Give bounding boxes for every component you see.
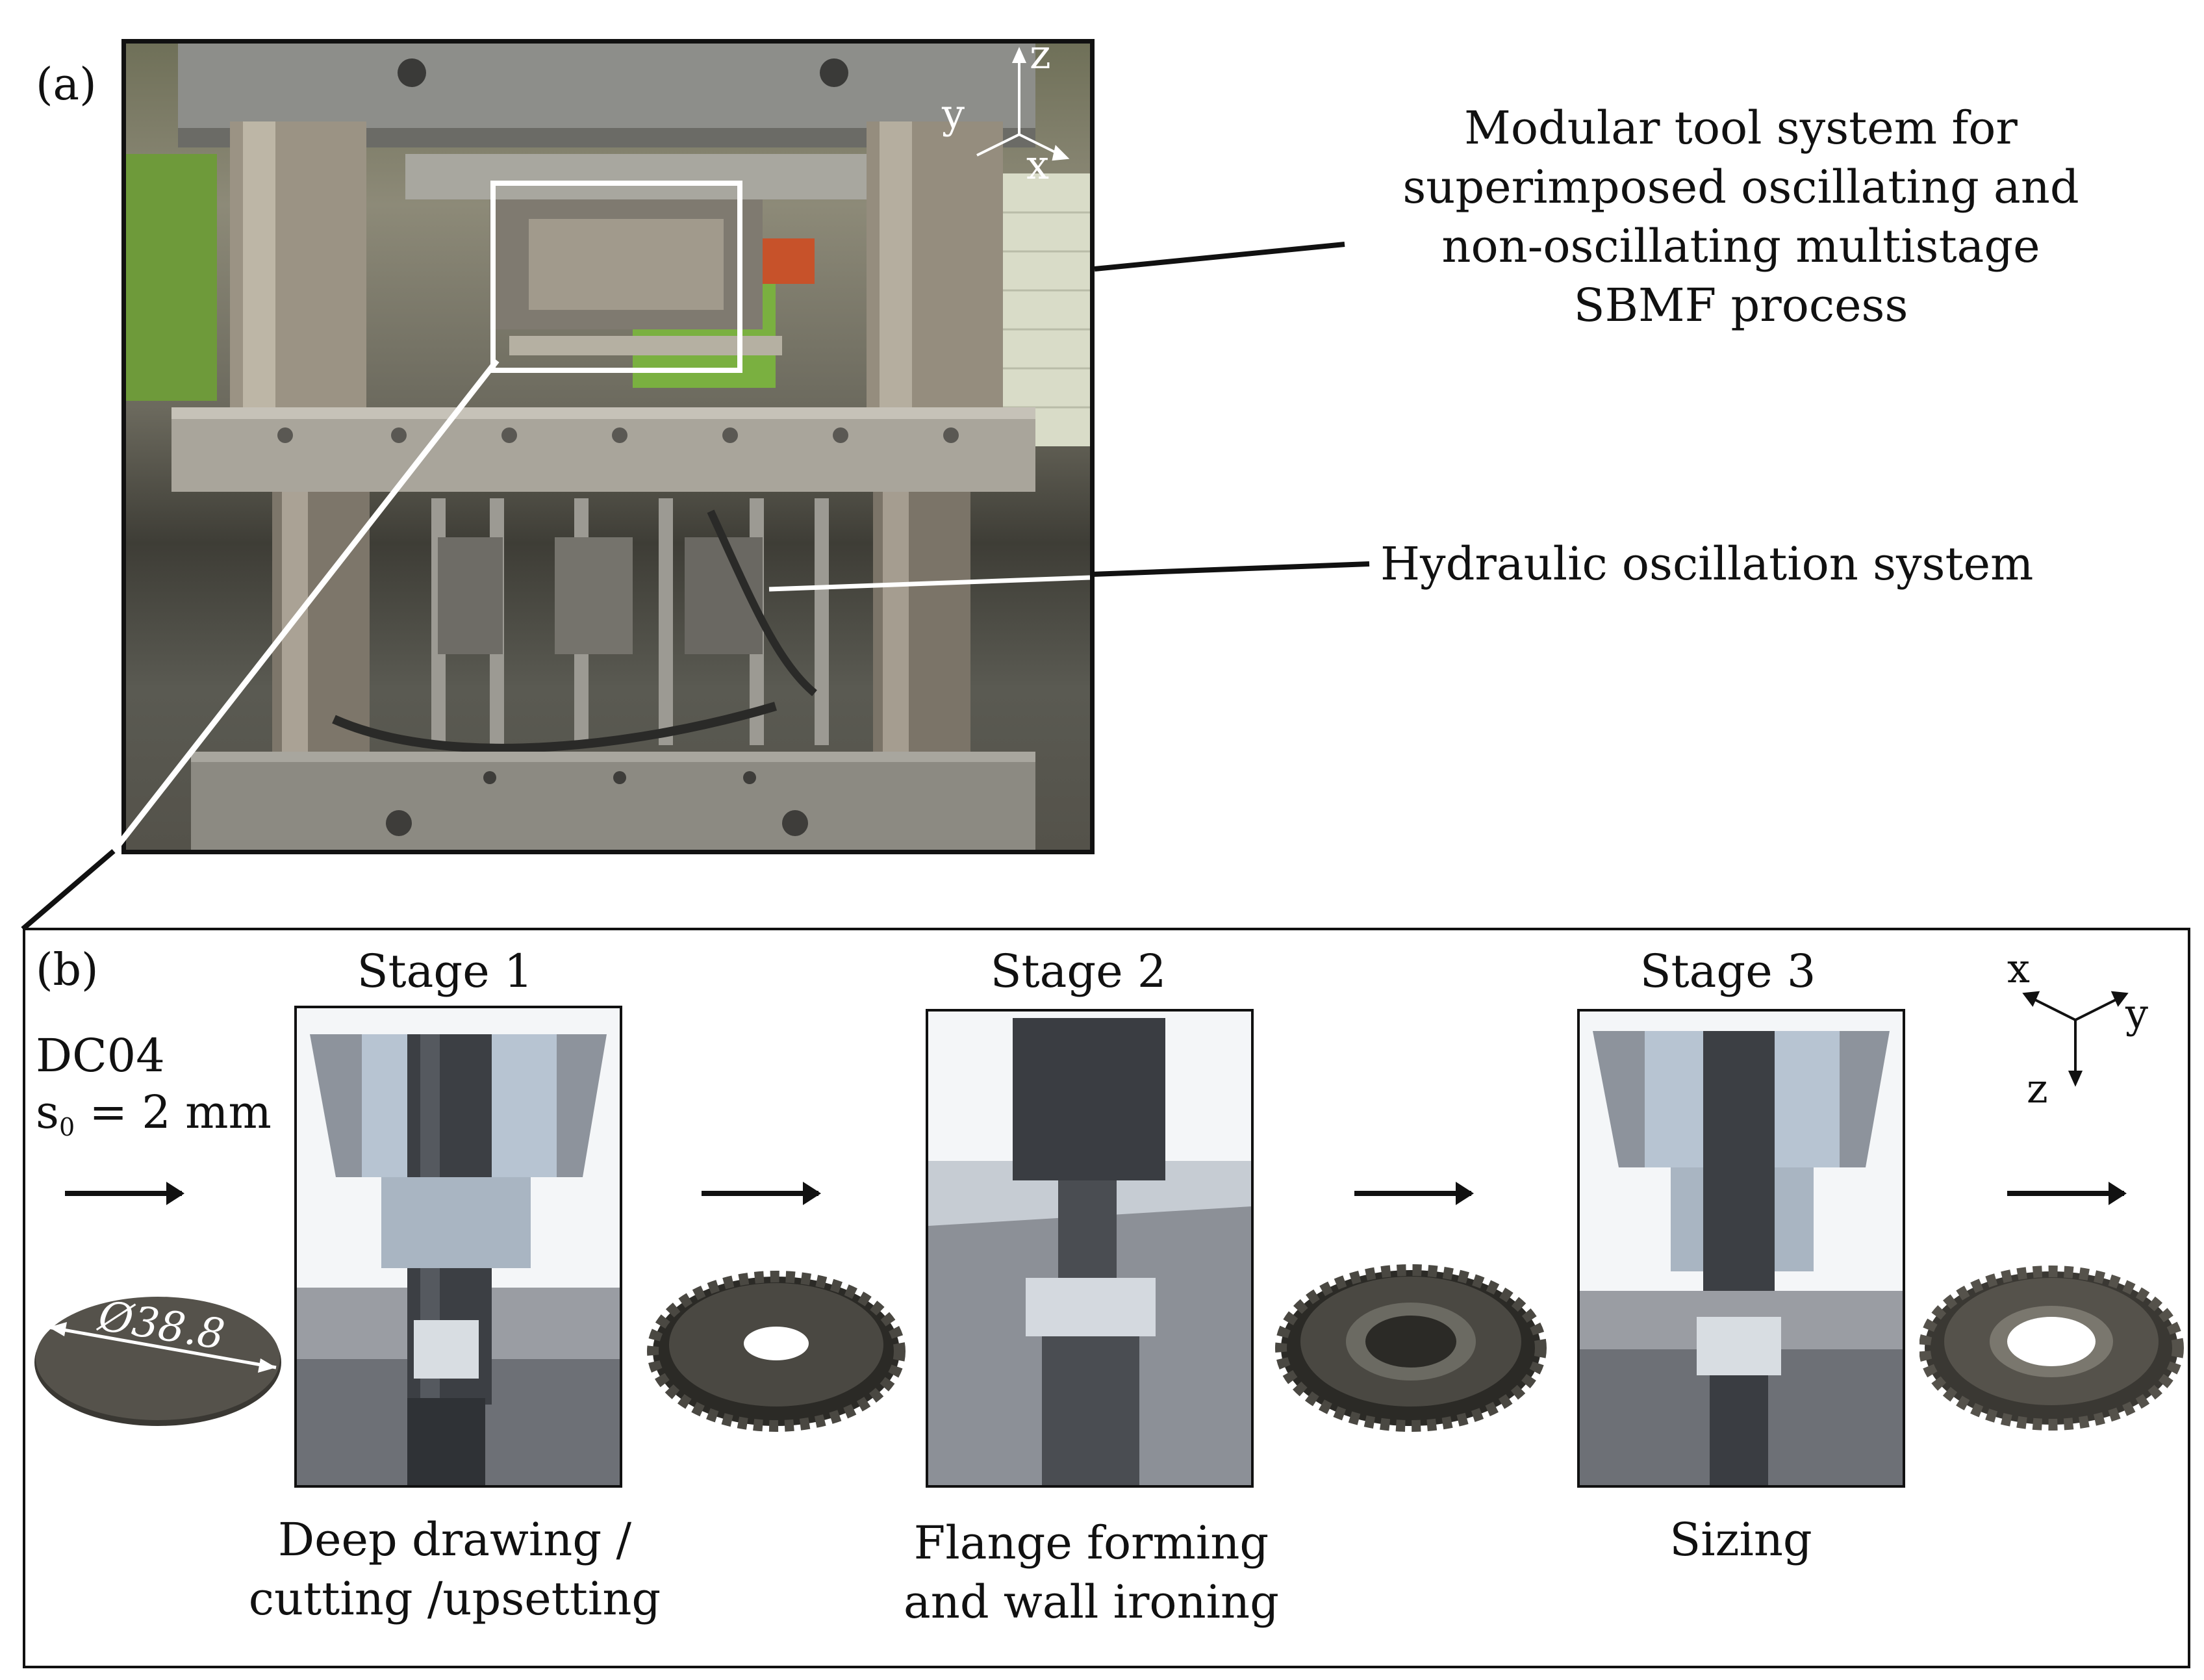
process-axes-icon — [2022, 991, 2129, 1087]
photo-axis-x: x — [1026, 141, 1049, 188]
tool-system-annotation: Modular tool system for superimposed osc… — [1402, 101, 2079, 332]
thickness-label: s0 = 2 mm — [36, 1086, 272, 1141]
flow-arrow-4 — [2007, 1182, 2127, 1205]
press-photo — [121, 39, 1095, 854]
callout-lines — [21, 242, 1370, 932]
flow-arrow-2 — [702, 1182, 821, 1205]
photo-axes-icon — [976, 47, 1070, 161]
process-panel — [23, 928, 2190, 1668]
stage-1-caption: Deep drawing /cutting /upsetting — [248, 1513, 661, 1625]
stage-3-tool — [1577, 1009, 1905, 1488]
process-axis-y: y — [2125, 990, 2149, 1037]
photo-axis-y: y — [942, 90, 965, 138]
stage-1-tool — [294, 1006, 622, 1488]
stage-2-title: Stage 2 — [990, 945, 1167, 998]
flow-arrow-3 — [1354, 1182, 1474, 1205]
process-axis-x: x — [2007, 945, 2030, 992]
material-label: DC04 — [36, 1029, 165, 1082]
photo-axis-z: z — [1030, 31, 1051, 78]
flow-arrow-1 — [65, 1182, 184, 1205]
gear-stage-1 — [647, 1271, 906, 1432]
tool-highlight-frame — [490, 181, 742, 373]
stage-3-title: Stage 3 — [1640, 945, 1816, 998]
gear-stage-2 — [1275, 1264, 1547, 1432]
press-illustration — [126, 44, 1090, 850]
gear-final — [1919, 1266, 2184, 1431]
hydraulic-annotation: Hydraulic oscillation system — [1380, 537, 2034, 591]
blank-disc — [34, 1297, 281, 1426]
process-axis-z: z — [2027, 1065, 2048, 1112]
stage-1-title: Stage 1 — [357, 945, 533, 998]
stage-3-caption: Sizing — [1669, 1513, 1812, 1566]
panel-a-label: (a) — [36, 59, 97, 110]
panel-b-label: (b) — [36, 945, 99, 996]
stage-2-tool — [926, 1009, 1254, 1488]
